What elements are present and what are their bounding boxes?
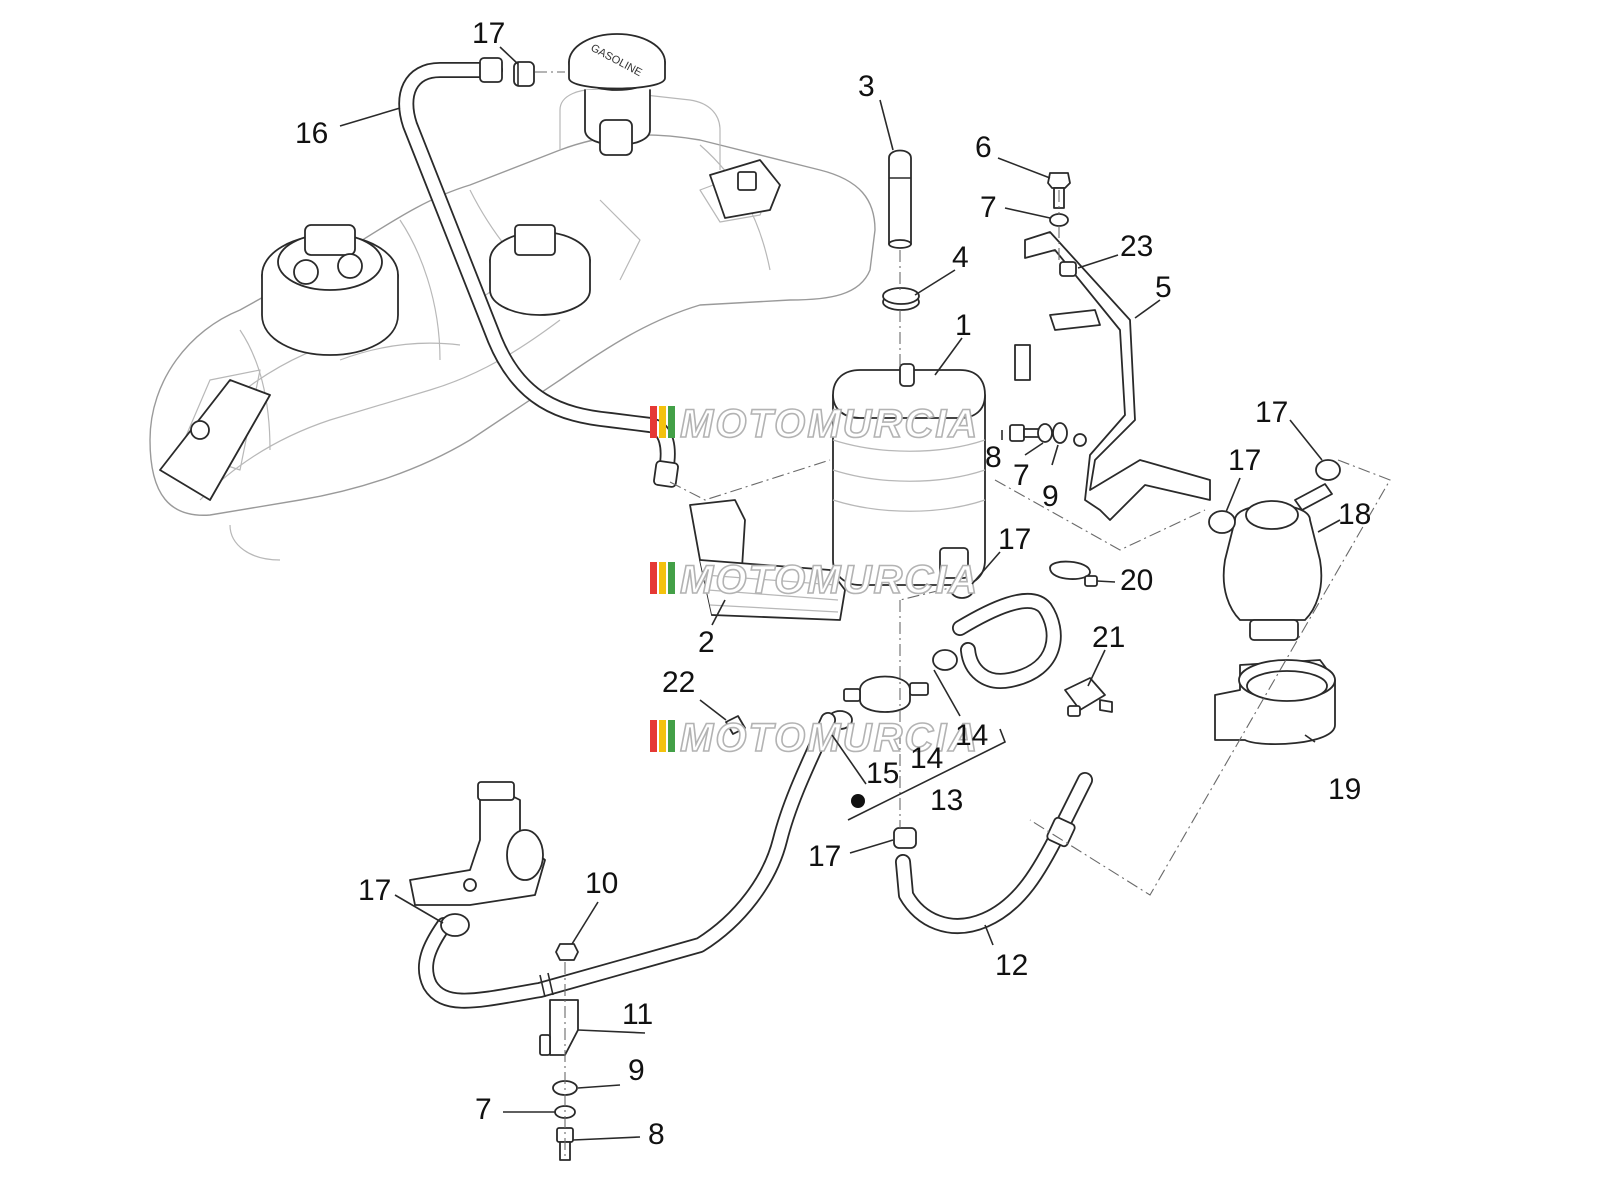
valve-13 xyxy=(843,675,929,713)
fitting-14-upper xyxy=(932,649,958,671)
callout-2: 2 xyxy=(698,626,715,659)
bracket-5 xyxy=(1014,231,1211,521)
callout-15: 12 xyxy=(995,949,1028,982)
holder-19 xyxy=(1214,659,1336,745)
clip-20 xyxy=(1049,560,1098,587)
callout-17-filter-a: 17 xyxy=(1255,396,1288,429)
leader-lines xyxy=(339,46,1341,1141)
assembly-lines xyxy=(535,71,1391,1160)
fuel-tank: GASOLINE xyxy=(149,33,876,561)
callout-17-filter-b: 17 xyxy=(1228,444,1261,477)
callout-7-top: 7 xyxy=(980,191,997,224)
callout-9-mid: 9 xyxy=(1042,480,1059,513)
callout-14-upper: 14 xyxy=(955,719,988,752)
callout-10: 10 xyxy=(585,867,618,900)
callout-17-lower-mid: 17 xyxy=(808,840,841,873)
clamp-17-lower-mid xyxy=(893,827,917,849)
nut-10 xyxy=(555,943,579,961)
callout-11: 11 xyxy=(622,998,653,1031)
callout-8-lower: 8 xyxy=(648,1118,665,1151)
nut-23 xyxy=(1059,261,1077,277)
bracket-2 xyxy=(689,499,846,621)
callout-19: 19 xyxy=(1328,773,1361,806)
assembly-dot-icon xyxy=(851,794,865,808)
fitting-22 xyxy=(725,715,746,735)
callout-13: 14 xyxy=(910,742,943,775)
callout-9-lower: 9 xyxy=(628,1054,645,1087)
callout-17-throttle: 17 xyxy=(358,874,391,907)
washer-7-mid xyxy=(1037,423,1053,443)
hose-loop xyxy=(952,592,1062,689)
watermark-2: MOTOMURCIA xyxy=(650,557,979,603)
watermark-text-3: MOTOMURCIA xyxy=(680,716,979,760)
valve-21 xyxy=(1064,677,1113,717)
tube-3 xyxy=(888,149,912,249)
watermark-1: MOTOMURCIA xyxy=(650,401,979,447)
filter-18 xyxy=(1222,483,1333,641)
callout-4: 4 xyxy=(952,241,969,274)
callout-20: 20 xyxy=(1120,564,1153,597)
canister-1 xyxy=(832,363,986,586)
clamp-17-filter-a xyxy=(1315,459,1341,481)
callout-21: 21 xyxy=(1092,621,1125,654)
callout-6: 6 xyxy=(975,131,992,164)
callout-23: 23 xyxy=(1120,230,1153,263)
callout-14-lower: 15 xyxy=(866,757,899,790)
callout-numbers: 17 16 3 6 7 23 4 5 1 8 7 9 17 17 18 17 2… xyxy=(295,17,1371,1151)
callout-7-lower: 7 xyxy=(475,1093,492,1126)
washer-7-top xyxy=(1049,213,1069,227)
callout-17-loop: 17 xyxy=(998,523,1031,556)
callout-1: 1 xyxy=(955,309,972,342)
hose-15 xyxy=(895,772,1093,934)
clamp-17-top xyxy=(513,61,535,87)
bolt-8-upper xyxy=(1009,424,1047,442)
watermark-text-2: MOTOMURCIA xyxy=(680,558,979,602)
callout-7-mid: 7 xyxy=(1013,459,1030,492)
clamp-17-throttle xyxy=(440,913,470,937)
washer-9-mid xyxy=(1052,422,1068,444)
callout-8-upper: 8 xyxy=(985,441,1002,474)
watermark-3: MOTOMURCIA xyxy=(650,715,979,761)
callout-3: 3 xyxy=(858,70,875,103)
watermark-text-1: MOTOMURCIA xyxy=(680,402,979,446)
callout-5: 5 xyxy=(1155,271,1172,304)
callout-12: 13 xyxy=(930,784,963,817)
callout-16: 16 xyxy=(295,117,328,150)
callout-18: 18 xyxy=(1338,498,1371,531)
clip-4 xyxy=(882,287,920,311)
callout-17-top: 17 xyxy=(472,17,505,50)
callout-22: 22 xyxy=(662,666,695,699)
return-hose xyxy=(418,712,836,1009)
throttle-body xyxy=(409,781,546,906)
bracket-11 xyxy=(539,999,579,1056)
clamp-17-filter-b xyxy=(1208,510,1236,534)
